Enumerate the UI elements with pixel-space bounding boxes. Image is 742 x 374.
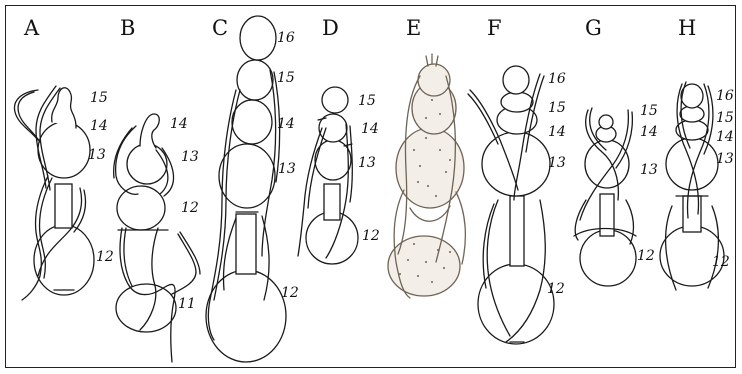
panel-label-f: F (487, 16, 502, 40)
panel-label-e: E (406, 16, 421, 40)
specimen-f-drawing (468, 66, 554, 344)
segment-label: 12 (362, 228, 380, 244)
segment-label: 14 (277, 116, 295, 132)
segment-label: 15 (640, 103, 658, 119)
segment-label: 16 (716, 88, 734, 104)
segment-label: 14 (90, 118, 108, 134)
segment-label: 12 (547, 281, 565, 297)
segment-label: 13 (548, 155, 566, 171)
segment-label: 14 (170, 116, 188, 132)
panel-label-h: H (678, 16, 696, 40)
panel-label-b: B (120, 16, 135, 40)
specimen-c-drawing (206, 16, 286, 362)
segment-label: 15 (548, 100, 566, 116)
panel-label-g: G (585, 16, 602, 40)
panel-label-a: A (24, 16, 39, 40)
specimen-e-drawing (388, 54, 465, 298)
segment-label: 13 (181, 149, 199, 165)
segment-label: 15 (277, 70, 295, 86)
segment-label: 13 (278, 161, 296, 177)
segment-label: 13 (640, 162, 658, 178)
segment-label: 15 (90, 90, 108, 106)
segment-label: 15 (716, 110, 734, 126)
segment-label: 12 (712, 254, 730, 270)
segment-label: 16 (548, 71, 566, 87)
segment-label: 14 (548, 124, 566, 140)
panel-label-c: C (212, 16, 228, 40)
segment-label: 12 (181, 200, 199, 216)
segment-label: 13 (358, 155, 376, 171)
segment-label: 14 (640, 124, 658, 140)
segment-label: 14 (361, 121, 379, 137)
specimen-d-drawing (298, 87, 358, 264)
segment-label: 13 (716, 151, 734, 167)
specimen-g-drawing (574, 108, 636, 286)
panel-label-d: D (322, 16, 339, 40)
segment-label: 12 (96, 249, 114, 265)
segment-label: 11 (178, 296, 196, 312)
segment-label: 12 (637, 248, 655, 264)
segment-label: 15 (358, 93, 376, 109)
segment-label: 14 (716, 129, 734, 145)
segment-label: 16 (277, 30, 295, 46)
specimen-a-drawing (14, 86, 94, 300)
segment-label: 12 (281, 285, 299, 301)
segment-label: 13 (88, 147, 106, 163)
